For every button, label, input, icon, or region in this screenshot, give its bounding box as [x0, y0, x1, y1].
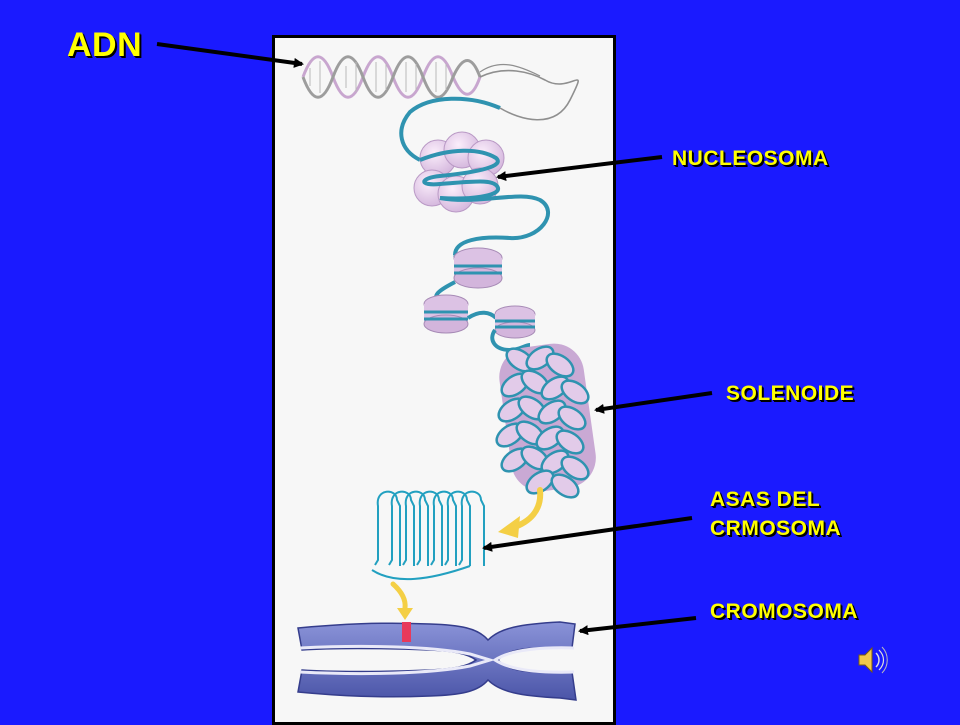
dna-helix — [301, 55, 579, 121]
chromosome-loop — [458, 490, 485, 566]
nucleosome-octamer — [413, 131, 550, 256]
solenoid-disc — [560, 455, 590, 481]
chromosome-loop-base — [371, 565, 471, 581]
arrow-solenoide — [594, 391, 713, 414]
solenoid-disc — [535, 425, 565, 451]
arrow-adn — [156, 42, 304, 68]
label-solenoide: SOLENOIDE — [726, 382, 855, 405]
label-asas-line2: CRMOSOMA — [710, 517, 842, 540]
arrow-asas — [482, 516, 693, 552]
solenoid-disc — [555, 429, 585, 455]
yellow-arrow-1 — [498, 487, 544, 538]
solenoid-disc — [525, 469, 555, 495]
chromosome-loop — [388, 490, 415, 566]
solenoid-disc — [545, 352, 575, 378]
arrow-nucleosoma — [496, 155, 663, 181]
label-asas-line1: ASAS DEL — [710, 488, 821, 511]
label-cromosoma: CROMOSOMA — [710, 600, 858, 623]
chromosome-loop — [402, 490, 429, 566]
chromosome-loop — [416, 490, 443, 566]
label-nucleosoma: NUCLEOSOMA — [672, 147, 829, 170]
solenoid-disc — [557, 405, 587, 431]
solenoid-fiber — [495, 343, 596, 499]
nucleosome-beads — [423, 247, 536, 353]
label-asas-del-cromosoma: ASAS DEL CRMOSOMA — [710, 485, 841, 543]
solenoid-disc — [540, 375, 570, 401]
solenoid-disc — [550, 473, 580, 499]
chromosome-loop — [444, 490, 471, 566]
chromosome-loop — [430, 490, 457, 566]
chromosome-loops — [371, 490, 485, 581]
solenoid-disc — [560, 379, 590, 405]
chromosome — [297, 621, 577, 701]
chromosome-loop — [374, 490, 401, 566]
arrow-cromosoma — [578, 616, 697, 636]
yellow-arrow-2 — [390, 581, 413, 620]
speaker-icon[interactable] — [855, 643, 889, 677]
label-adn: ADN — [67, 26, 143, 64]
